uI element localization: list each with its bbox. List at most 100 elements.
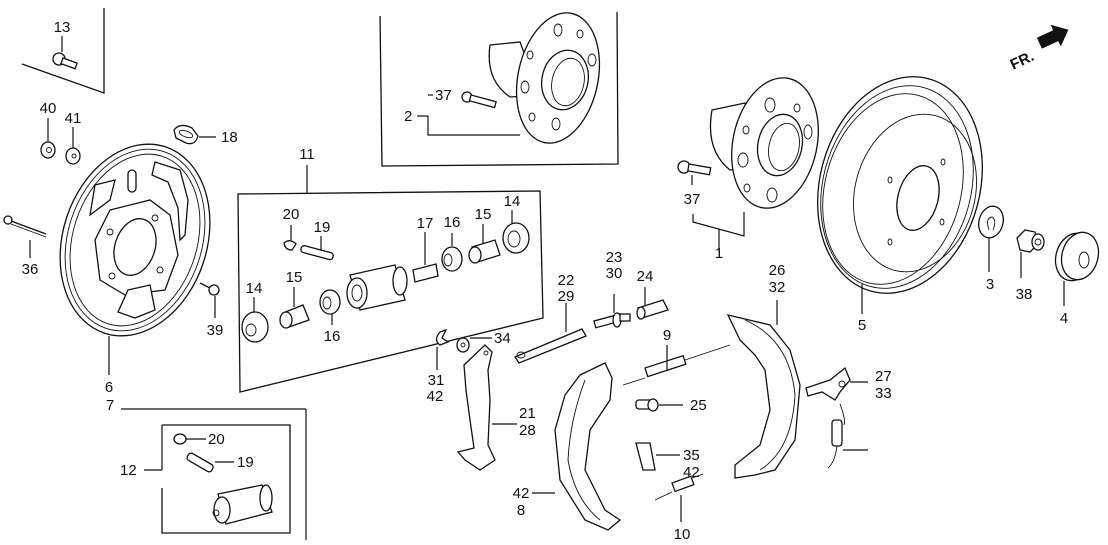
cup-16-right: 16 <box>441 214 463 272</box>
washer-3: 3 <box>978 205 1004 293</box>
adjuster-screw-23: 23 30 <box>593 249 631 329</box>
hub-inset-box: 2 37 <box>379 11 619 167</box>
callout-23: 23 <box>606 249 623 266</box>
hub-bolt-37-top <box>461 91 497 109</box>
brake-shoe-8-right: 26 32 <box>726 262 801 479</box>
callout-30: 30 <box>606 265 623 282</box>
callout-6: 6 <box>105 379 113 396</box>
bleeder-screw-19: 19 <box>300 219 334 261</box>
callout-16-left: 16 <box>324 328 341 345</box>
grommet-18: 18 <box>173 124 238 146</box>
bleeder-cap-20: 20 <box>283 206 300 251</box>
piston-15-left: 15 <box>279 269 310 329</box>
callout-21: 21 <box>519 405 536 422</box>
clip-31: 31 42 <box>427 328 450 405</box>
callout-13: 13 <box>54 19 71 36</box>
front-direction-indicator: FR. <box>1008 24 1069 74</box>
callout-25: 25 <box>690 397 707 414</box>
callout-32-label: 33 <box>875 385 892 402</box>
clip-35: 35 42 <box>635 442 700 481</box>
hub-bolt-37: 37 1 <box>677 160 745 262</box>
callout-40: 40 <box>40 100 57 117</box>
bolt-39: 39 <box>199 282 224 339</box>
callout-15-left: 15 <box>286 269 303 286</box>
bleeder-cap-20-assy: 20 <box>173 431 225 448</box>
callout-28: 28 <box>519 422 536 439</box>
callout-2: 2 <box>404 108 412 125</box>
callout-12: 12 <box>120 462 137 479</box>
callout-37-top: 37 <box>435 87 452 104</box>
callout-1: 1 <box>715 245 723 262</box>
front-label: FR. <box>1008 48 1037 74</box>
callout-9: 9 <box>663 327 671 344</box>
washer-34: 34 <box>456 330 511 353</box>
adjuster-rod-22: 22 29 <box>514 272 587 364</box>
callout-20-top: 20 <box>283 206 300 223</box>
callout-8-right: 32 <box>769 279 786 296</box>
wheel-cylinder-assembly-box: 12 <box>120 408 307 540</box>
spring-10: 10 <box>654 473 704 543</box>
parking-lever-21: 21 28 <box>456 344 536 471</box>
callout-7: 7 <box>106 397 114 414</box>
nut-40: 40 <box>40 100 57 159</box>
callout-24: 24 <box>637 268 654 285</box>
callout-34: 34 <box>494 330 511 347</box>
hub-cap-4: 4 <box>1054 231 1100 327</box>
callout-17: 17 <box>417 215 434 232</box>
callout-8-left: 42 <box>513 485 530 502</box>
bolt-13-inset: 13 <box>21 8 105 94</box>
callout-39: 39 <box>207 322 224 339</box>
callout-15-top: 15 <box>475 206 492 223</box>
front-arrow-icon <box>1036 24 1069 49</box>
return-spring-9: 9 <box>622 327 731 386</box>
hold-down-pin-36: 36 <box>3 215 47 278</box>
callout-20-bottom: 20 <box>208 431 225 448</box>
callout-19-bottom: 19 <box>237 454 254 471</box>
brake-shoe-8-left: 42 8 <box>513 362 622 531</box>
callout-6-7: 6 7 <box>105 336 114 414</box>
hub-main <box>709 77 819 209</box>
callout-14-left: 14 <box>246 280 263 297</box>
callout-41: 41 <box>65 110 82 127</box>
callout-18: 18 <box>221 129 238 146</box>
spring-17: 17 <box>412 215 439 283</box>
adjuster-lever-26: 26 27 33 <box>805 366 892 402</box>
callout-29: 29 <box>558 288 575 305</box>
callout-26-label: 27 <box>875 368 892 385</box>
callout-10: 10 <box>674 526 691 543</box>
callout-19-top: 19 <box>314 219 331 236</box>
cup-16-left: 16 <box>319 289 341 345</box>
callout-36: 36 <box>22 261 39 278</box>
wheel-cylinder-kit-box: 11 <box>237 146 544 393</box>
callout-37: 37 <box>684 191 701 208</box>
callout-38: 38 <box>1016 286 1033 303</box>
callout-42-right: 26 <box>769 262 786 279</box>
callout-31-42: 42 <box>427 388 444 405</box>
brake-drum-5: 5 <box>816 76 984 334</box>
callout-35: 35 <box>683 447 700 464</box>
hub-top <box>488 12 601 144</box>
callout-31: 31 <box>428 372 445 389</box>
bolt-13 <box>52 52 78 70</box>
backing-plate <box>59 143 211 337</box>
callout-8-left-42: 8 <box>517 502 525 519</box>
boot-14-right: 14 <box>502 193 530 254</box>
adjuster-spring-27 <box>827 403 868 469</box>
callout-4: 4 <box>1060 310 1068 327</box>
bleeder-screw-19-assy: 19 <box>186 452 254 473</box>
callout-3: 3 <box>986 276 994 293</box>
spindle-nut-38: 38 <box>1016 229 1045 303</box>
washer-41: 41 <box>65 110 82 165</box>
adjuster-socket-24: 24 <box>636 268 669 320</box>
pin-25: 25 <box>635 397 707 414</box>
cylinder-body <box>346 264 408 311</box>
callout-5: 5 <box>858 317 866 334</box>
callout-16-top: 16 <box>444 214 461 231</box>
callout-22: 22 <box>558 272 575 289</box>
callout-11: 11 <box>299 146 315 163</box>
callout-14-top: 14 <box>504 193 521 210</box>
wheel-cylinder-assy <box>212 484 273 525</box>
piston-15-right: 15 <box>468 206 501 264</box>
boot-14-left: 14 <box>241 280 269 343</box>
